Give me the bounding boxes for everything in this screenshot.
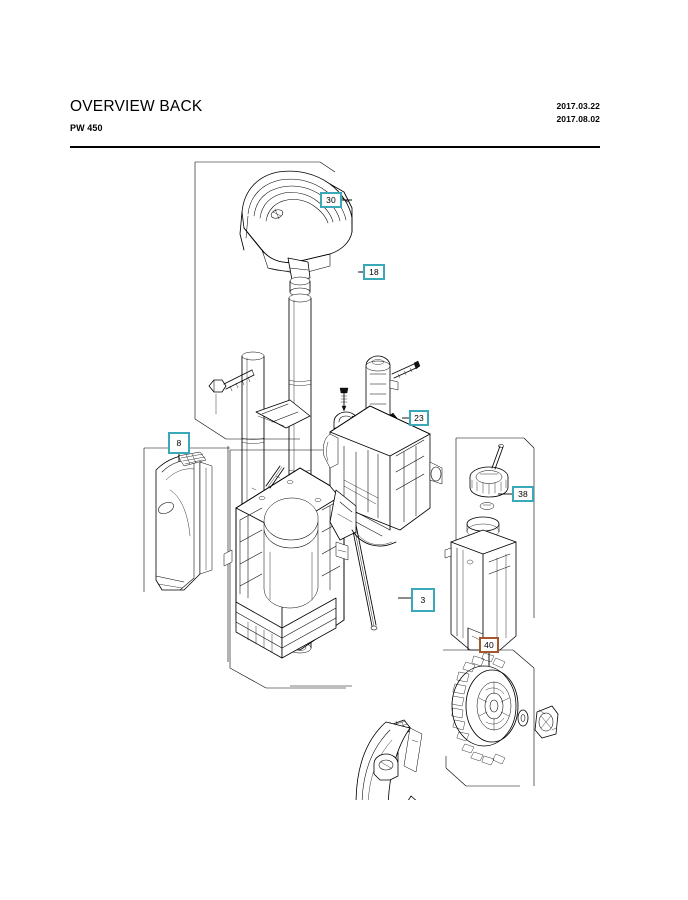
callout-40[interactable]: 40	[479, 637, 499, 653]
exploded-parts-diagram	[0, 150, 688, 800]
callout-label: 23	[414, 412, 424, 423]
callout-8[interactable]: 8	[168, 432, 190, 454]
callout-label: 18	[369, 266, 379, 277]
callout-label: 30	[326, 194, 336, 205]
header-divider-rule	[70, 146, 600, 149]
date-revised: 2017.08.02	[556, 114, 600, 124]
part-screw-rear-cover	[391, 360, 421, 379]
callout-30[interactable]: 30	[320, 192, 342, 208]
model-designation: PW 450	[70, 123, 103, 133]
part-detergent-tank	[444, 444, 517, 651]
part-chassis-assembly	[223, 467, 349, 659]
callout-3[interactable]: 3	[411, 588, 435, 612]
title-block: OVERVIEW BACK PW 450	[70, 98, 202, 134]
page-title: OVERVIEW BACK	[70, 98, 203, 115]
part-handle-grip	[239, 170, 353, 275]
part-lower-cover-panel	[355, 721, 423, 800]
part-axle-washer	[517, 709, 529, 727]
sheet-header: OVERVIEW BACK PW 450 2017.03.22 2017.08.…	[70, 98, 600, 146]
callout-label: 8	[176, 437, 182, 448]
group-frame-wheel	[443, 649, 535, 787]
part-rear-cover-housing	[323, 405, 443, 547]
callout-label: 3	[420, 594, 426, 605]
part-hubcap-clip	[534, 705, 559, 739]
date-issued: 2017.03.22	[556, 101, 600, 111]
part-pipe-spacer	[408, 795, 417, 800]
part-bolt-handle	[208, 369, 255, 415]
group-frame-handle	[194, 161, 336, 440]
callout-23[interactable]: 23	[409, 410, 429, 426]
callout-38[interactable]: 38	[512, 486, 534, 502]
callout-label: 38	[518, 488, 528, 499]
part-side-cover-panel	[155, 451, 213, 591]
part-gasket-shim	[255, 399, 311, 429]
group-frame-lower-panel	[290, 685, 352, 687]
part-screw-clamp	[339, 387, 349, 412]
callout-18[interactable]: 18	[363, 264, 385, 280]
part-handle-lower-joint	[287, 257, 311, 297]
callout-label: 40	[484, 639, 494, 650]
part-wheel-assembly	[451, 652, 519, 766]
date-block: 2017.03.22 2017.08.02	[556, 100, 600, 126]
